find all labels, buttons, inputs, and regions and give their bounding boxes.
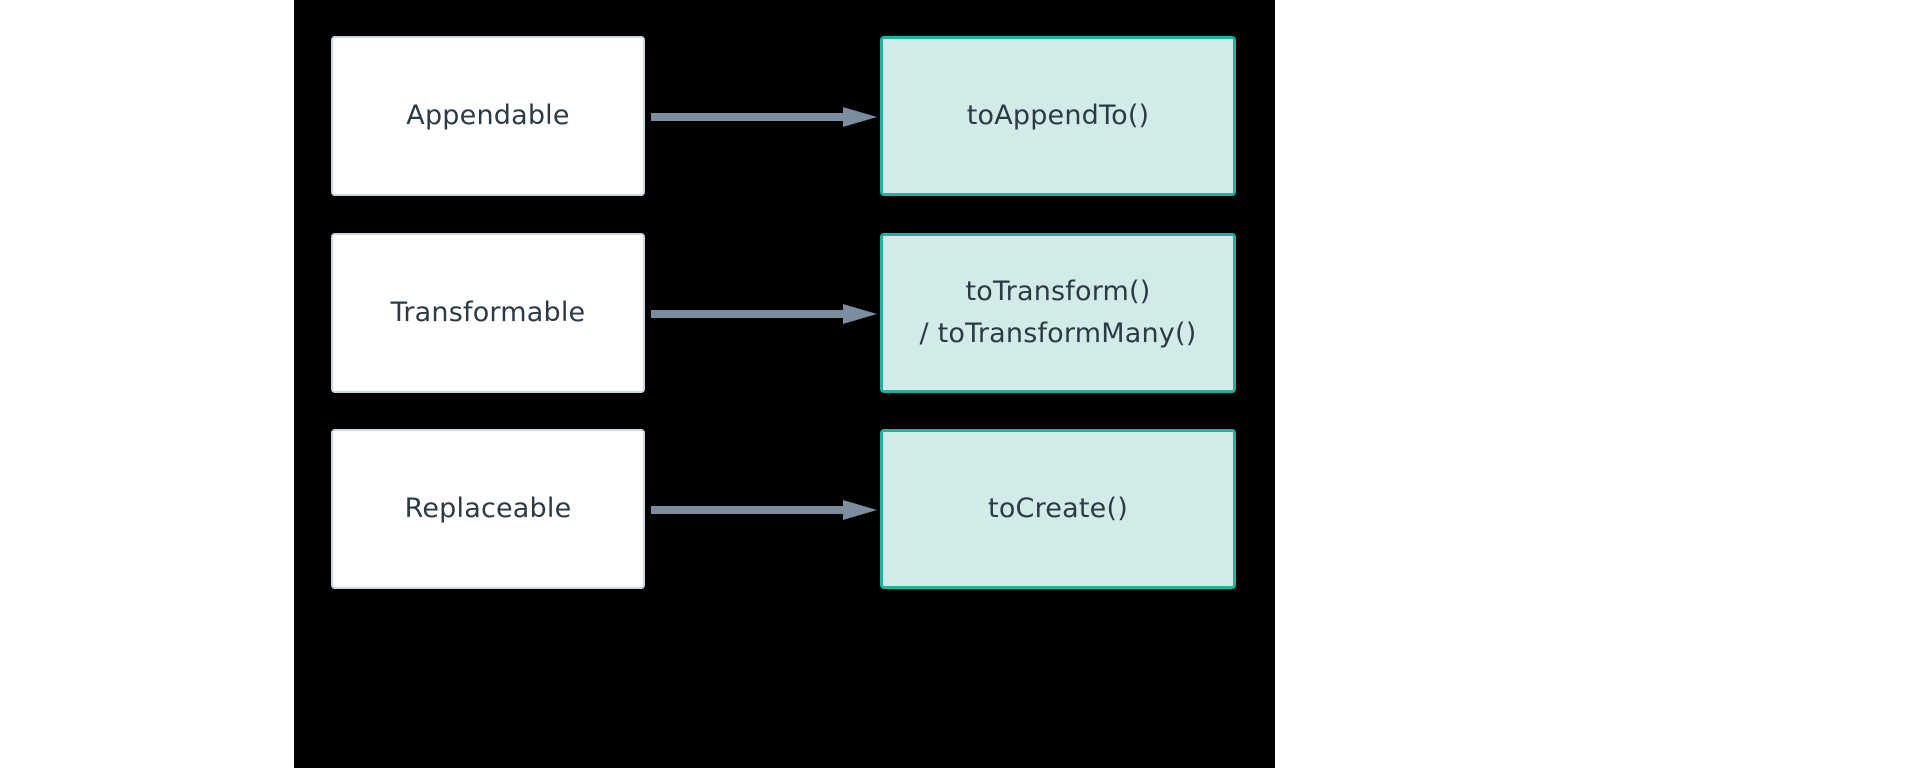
connector-arrow-replaceable xyxy=(651,499,877,521)
connector-arrow-appendable xyxy=(651,106,877,128)
target-node-toappendto[interactable]: toAppendTo() xyxy=(880,36,1236,196)
source-node-appendable[interactable]: Appendable xyxy=(331,36,645,196)
target-node-totransform[interactable]: toTransform() / toTransformMany() xyxy=(880,233,1236,393)
diagram-row: Replaceable toCreate() xyxy=(294,429,1275,589)
target-node-label-line-1: toTransform() xyxy=(965,276,1151,308)
diagram-canvas: Appendable toAppendTo() Transformable xyxy=(294,0,1275,768)
source-node-label: Transformable xyxy=(390,297,586,329)
diagram-row: Appendable toAppendTo() xyxy=(294,36,1275,196)
target-node-tocreate[interactable]: toCreate() xyxy=(880,429,1236,589)
target-node-label-line-1: toAppendTo() xyxy=(966,100,1150,132)
source-node-label: Replaceable xyxy=(404,493,572,525)
source-node-label: Appendable xyxy=(406,100,570,132)
source-node-replaceable[interactable]: Replaceable xyxy=(331,429,645,589)
source-node-transformable[interactable]: Transformable xyxy=(331,233,645,393)
connector-arrow-transformable xyxy=(651,303,877,325)
target-node-label-line-2: / toTransformMany() xyxy=(919,318,1197,349)
target-node-label-line-1: toCreate() xyxy=(988,493,1128,525)
diagram-row: Transformable toTransform() / toTransfor… xyxy=(294,233,1275,393)
